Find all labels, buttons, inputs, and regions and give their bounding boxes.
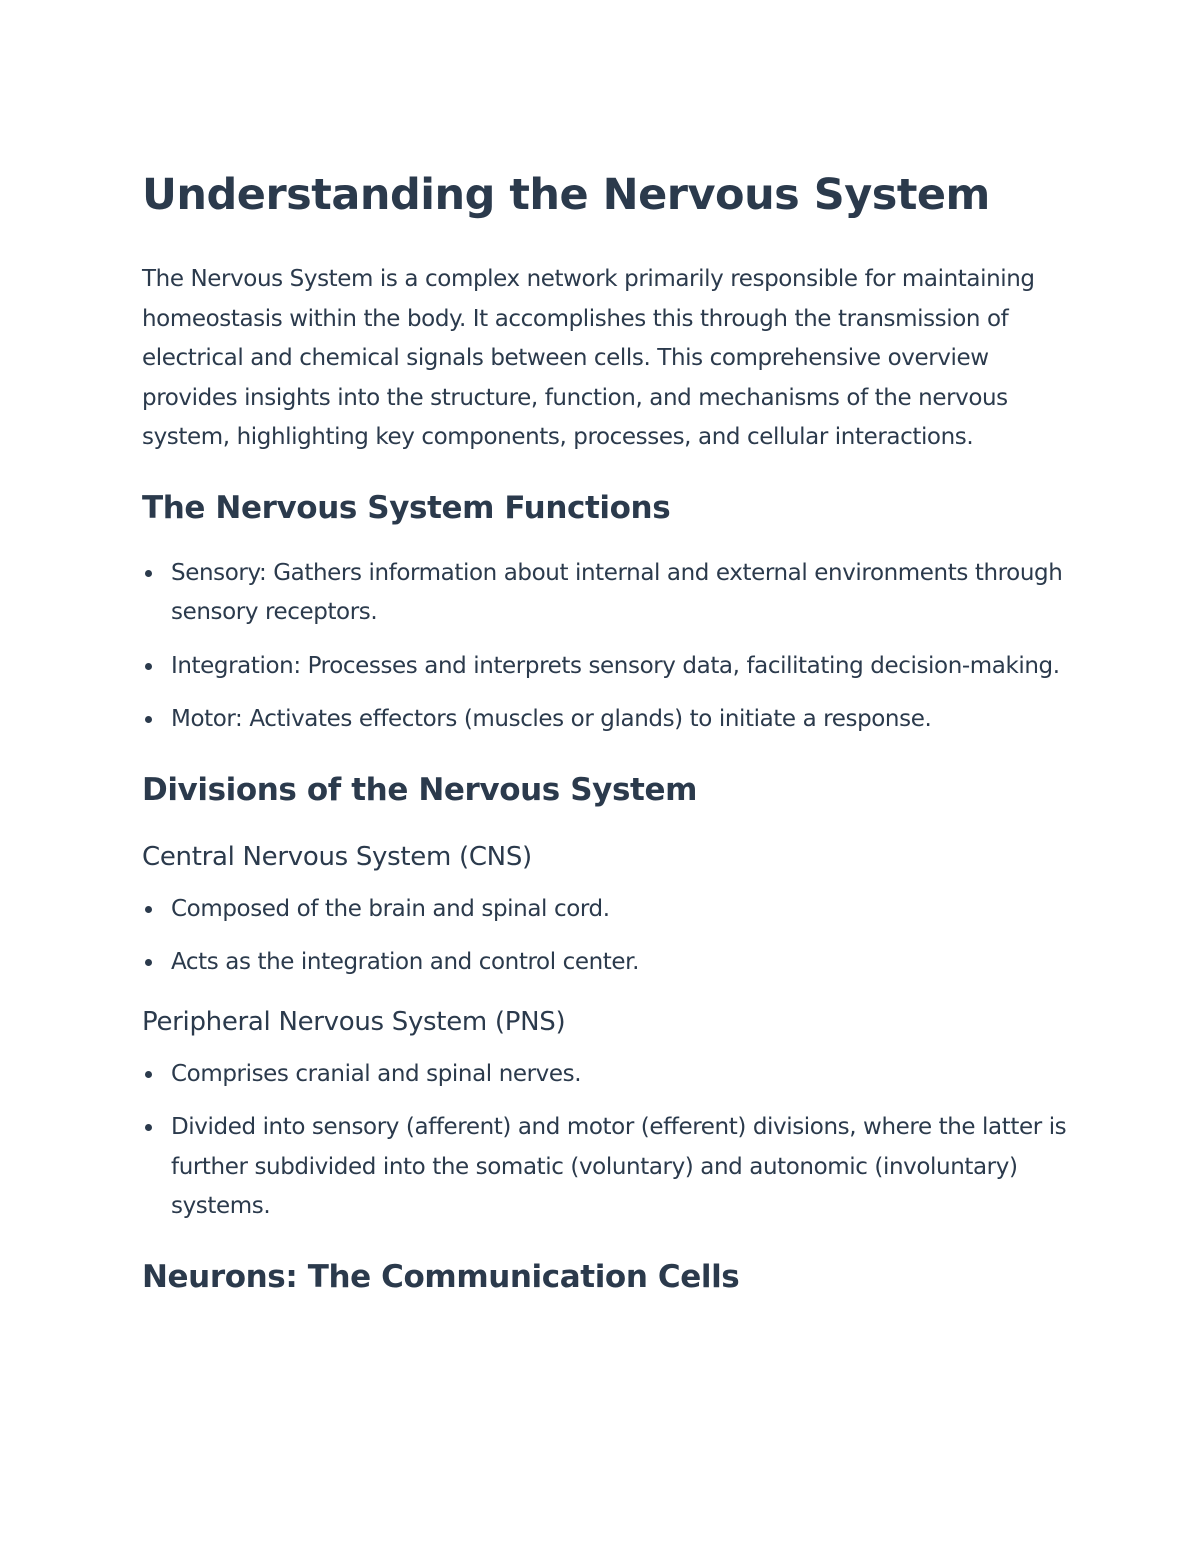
bullet-icon (145, 1124, 152, 1131)
bullet-icon (145, 569, 152, 577)
list-item: Divided into sensory (afferent) and moto… (142, 1108, 1072, 1227)
bullet-icon (145, 905, 152, 913)
cns-list: Composed of the brain and spinal cord. A… (142, 890, 1072, 983)
bullet-icon (145, 662, 152, 670)
functions-list: Sensory: Gathers information about inter… (142, 554, 1072, 740)
list-item-text: Composed of the brain and spinal cord. (171, 895, 610, 922)
list-item: Acts as the integration and control cent… (142, 943, 1072, 983)
list-item: Comprises cranial and spinal nerves. (142, 1055, 1072, 1095)
functions-heading: The Nervous System Functions (142, 489, 671, 526)
bullet-icon (145, 1070, 152, 1078)
list-item: Composed of the brain and spinal cord. (142, 890, 1072, 930)
list-item: Integration: Processes and interprets se… (142, 647, 1072, 687)
list-item-text: Sensory: Gathers information about inter… (171, 559, 1063, 626)
neurons-heading: Neurons: The Communication Cells (142, 1258, 740, 1295)
pns-list: Comprises cranial and spinal nerves. Div… (142, 1055, 1072, 1227)
document-title: Understanding the Nervous System (142, 170, 990, 220)
list-item-text: Acts as the integration and control cent… (171, 949, 640, 975)
list-item-text: Integration: Processes and interprets se… (171, 652, 1060, 679)
list-item-text: Motor: Activates effectors (muscles or g… (171, 706, 932, 732)
list-item-text: Comprises cranial and spinal nerves. (171, 1060, 582, 1087)
list-item: Sensory: Gathers information about inter… (142, 554, 1072, 633)
cns-heading: Central Nervous System (CNS) (142, 841, 532, 872)
bullet-icon (145, 716, 152, 723)
pns-heading: Peripheral Nervous System (PNS) (142, 1006, 566, 1037)
list-item: Motor: Activates effectors (muscles or g… (142, 700, 1072, 740)
bullet-icon (145, 959, 152, 966)
document-page: Understanding the Nervous System The Ner… (142, 160, 1072, 1323)
divisions-heading: Divisions of the Nervous System (142, 771, 697, 808)
intro-paragraph: The Nervous System is a complex network … (142, 266, 1035, 450)
list-item-text: Divided into sensory (afferent) and moto… (171, 1114, 1067, 1219)
